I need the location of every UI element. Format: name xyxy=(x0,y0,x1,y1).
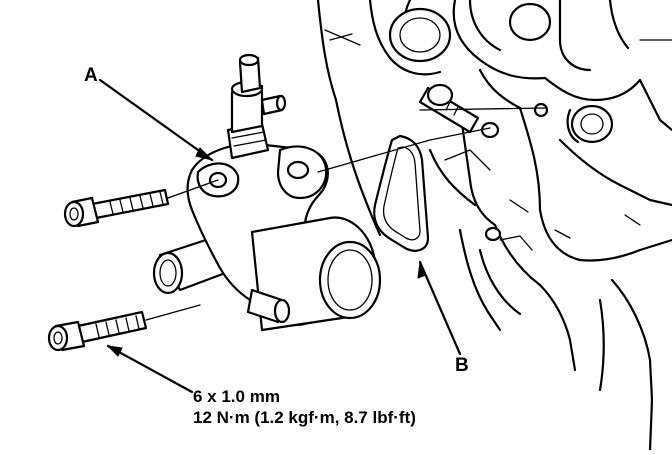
leader-spec xyxy=(106,344,194,394)
callout-label-a: A xyxy=(84,65,98,86)
thermostat-housing xyxy=(152,53,382,332)
upper-bolt xyxy=(63,188,170,228)
bolt-torque-text: 12 N·m (1.2 kgf·m, 8.7 lbf·ft) xyxy=(193,408,416,427)
leader-a xyxy=(98,78,214,162)
engine-block xyxy=(316,0,672,452)
callout-label-b: B xyxy=(455,355,469,376)
bolt-spec: 6 x 1.0 mm 12 N·m (1.2 kgf·m, 8.7 lbf·ft… xyxy=(193,386,416,428)
alignment-lines xyxy=(145,107,546,321)
bolt-size-text: 6 x 1.0 mm xyxy=(193,387,280,406)
gasket xyxy=(373,134,430,252)
lower-bolt xyxy=(47,310,148,352)
leader-b xyxy=(417,260,462,356)
